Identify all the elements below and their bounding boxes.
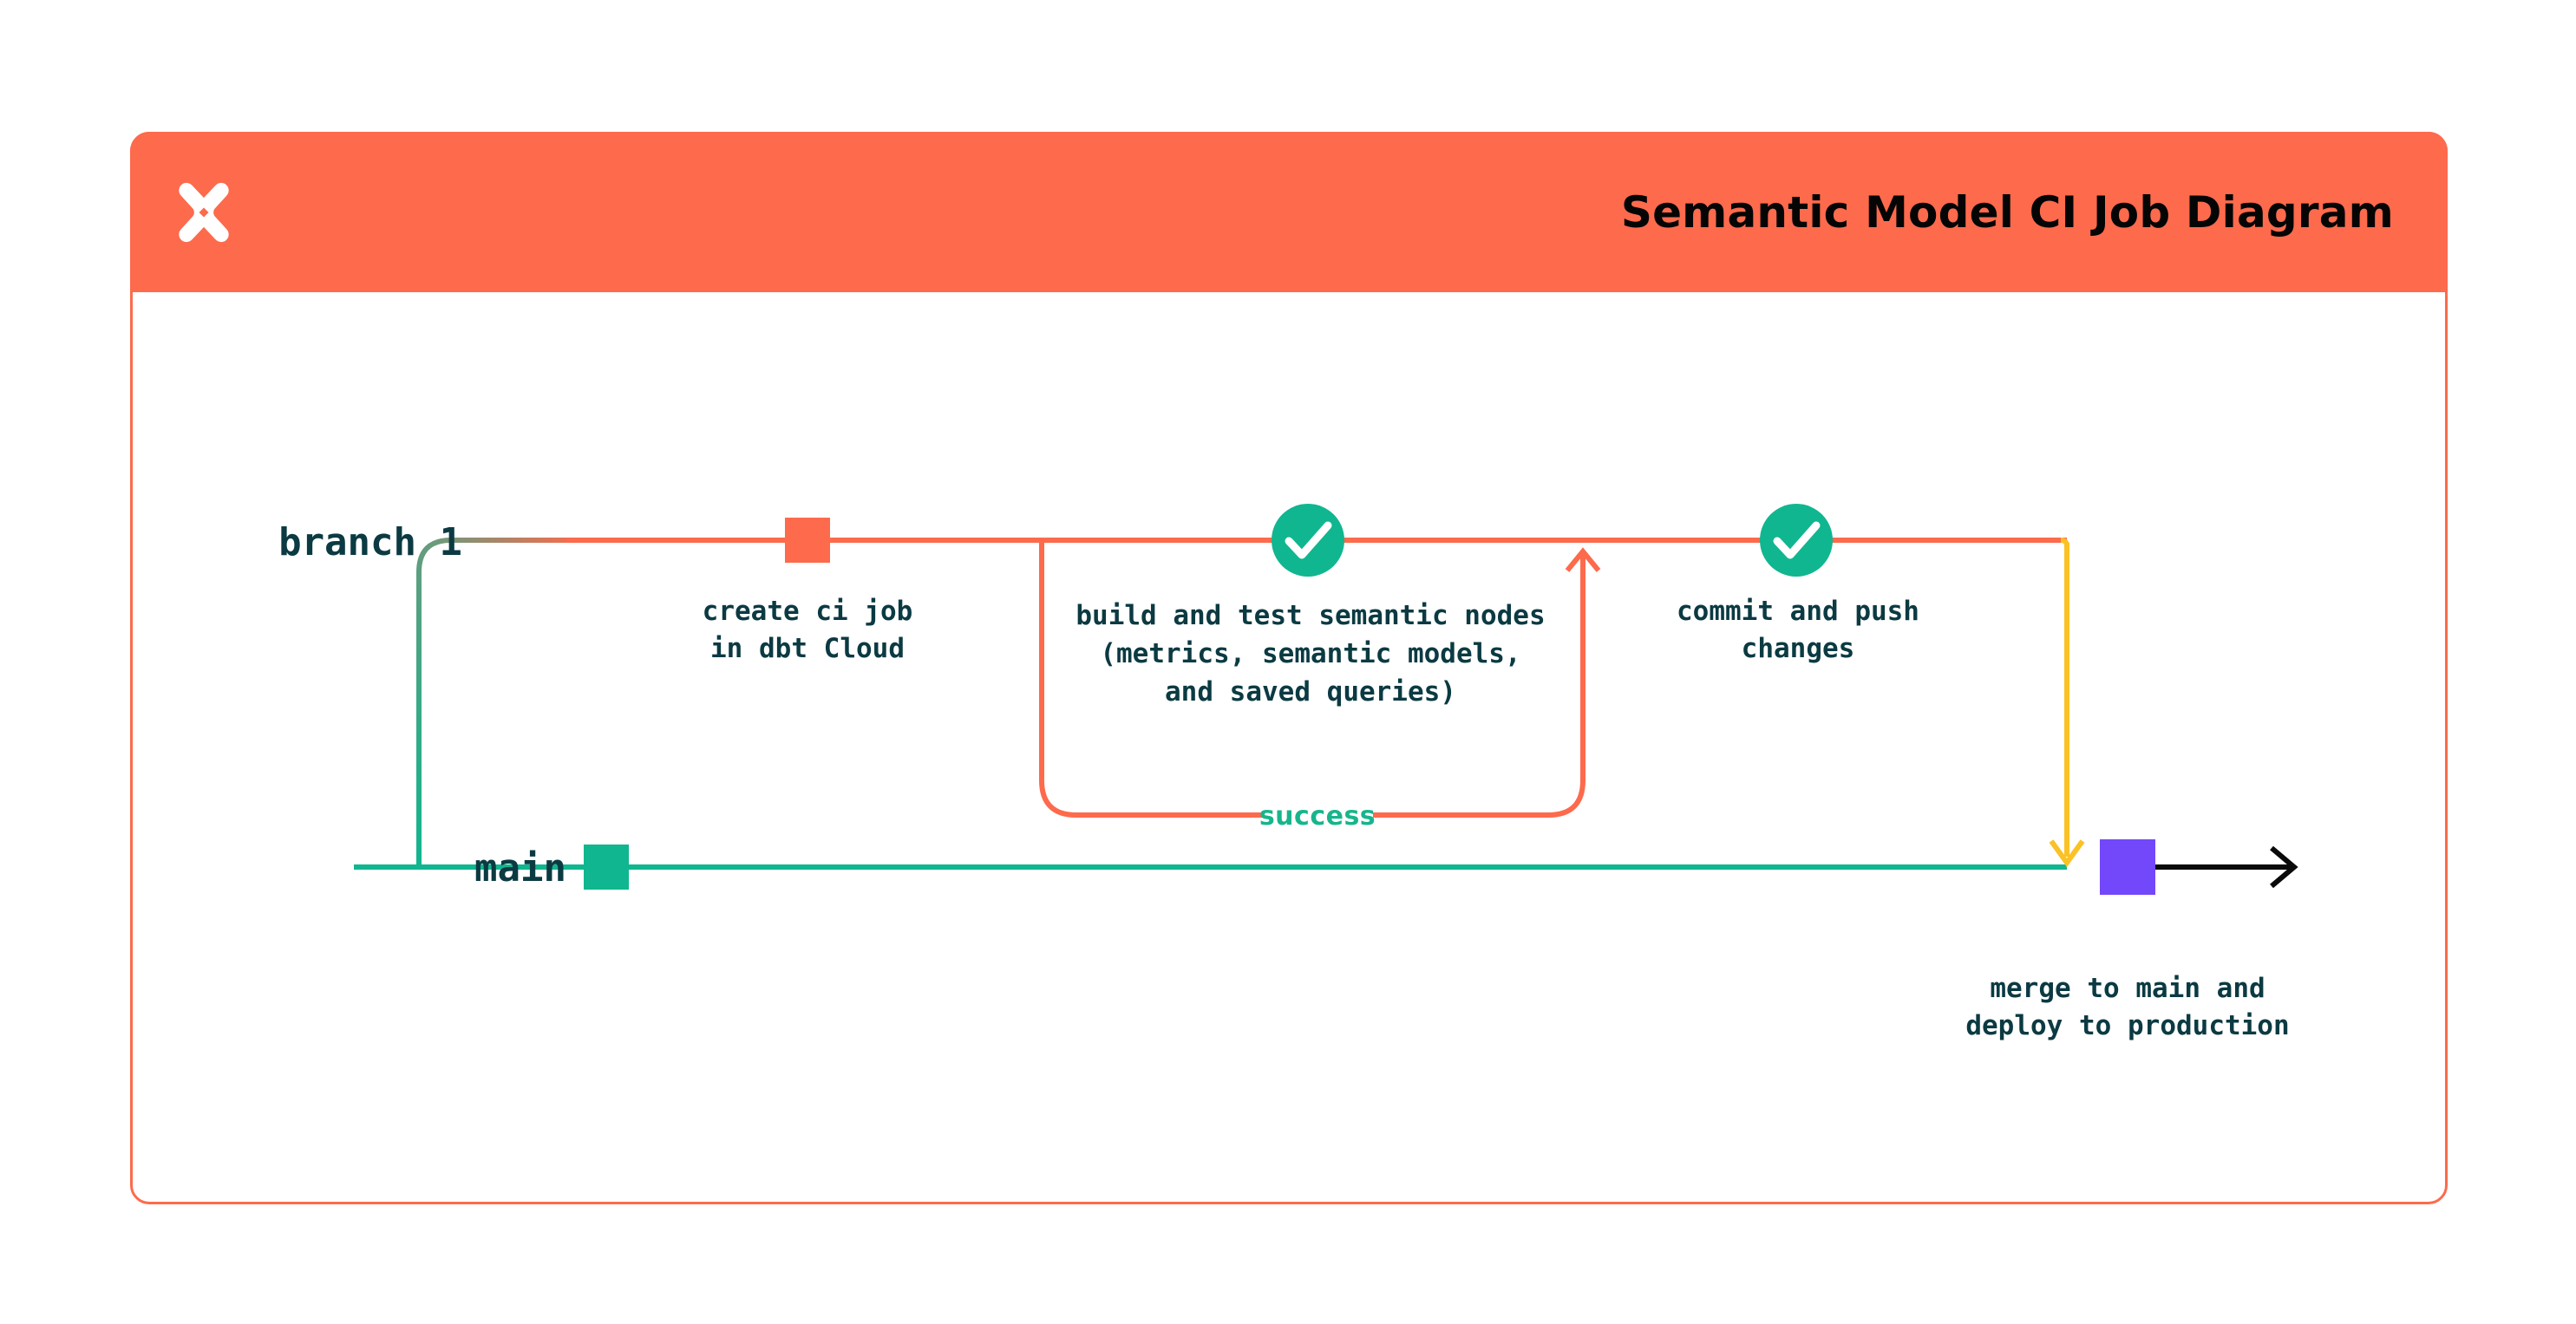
caption-build-and-test-line-3: and saved queries) [1165, 676, 1456, 708]
diagram-card: Semantic Model CI Job Diagram [130, 132, 2448, 1204]
lane-label-main: main [474, 846, 566, 890]
caption-build-and-test-line-2: (metrics, semantic models, [1100, 638, 1520, 669]
card-body: success branch 1 main [133, 295, 2445, 1202]
check-icon [1773, 521, 1821, 559]
main-continuation-arrowhead [2270, 845, 2298, 889]
card-header: Semantic Model CI Job Diagram [130, 132, 2448, 292]
caption-create-ci-job-line-2: in dbt Cloud [710, 633, 905, 664]
dbt-logo-icon [179, 182, 229, 242]
success-loop-left [1039, 540, 1263, 818]
status-node-commit-and-push[interactable] [1760, 504, 1833, 577]
success-loop-right [1373, 555, 1585, 818]
caption-build-and-test-line-1: build and test semantic nodes [1076, 600, 1545, 631]
caption-commit-and-push-line-1: commit and push [1677, 596, 1919, 627]
merge-down-arrowhead [2049, 839, 2085, 868]
branch-off-curve [416, 538, 584, 867]
check-icon [1285, 521, 1332, 559]
caption-commit-and-push-line-2: changes [1742, 633, 1855, 664]
commit-node-create-ci-job[interactable] [785, 518, 830, 563]
caption-merge-to-main-line-1: merge to main and [1990, 973, 2265, 1004]
ci-job-flow-diagram: success branch 1 main [278, 504, 2298, 1041]
caption-merge-to-main-line-2: deploy to production [1965, 1010, 2289, 1041]
commit-node-merge-to-main[interactable] [2100, 839, 2155, 895]
page-title: Semantic Model CI Job Diagram [1620, 186, 2394, 238]
status-node-build-and-test[interactable] [1272, 504, 1344, 577]
commit-node-main-start[interactable] [584, 845, 629, 890]
success-loop-arrowhead [1565, 547, 1601, 572]
success-edge-label: success [1259, 801, 1376, 832]
caption-create-ci-job-line-1: create ci job [703, 596, 913, 627]
lane-label-branch-1: branch 1 [278, 520, 462, 564]
